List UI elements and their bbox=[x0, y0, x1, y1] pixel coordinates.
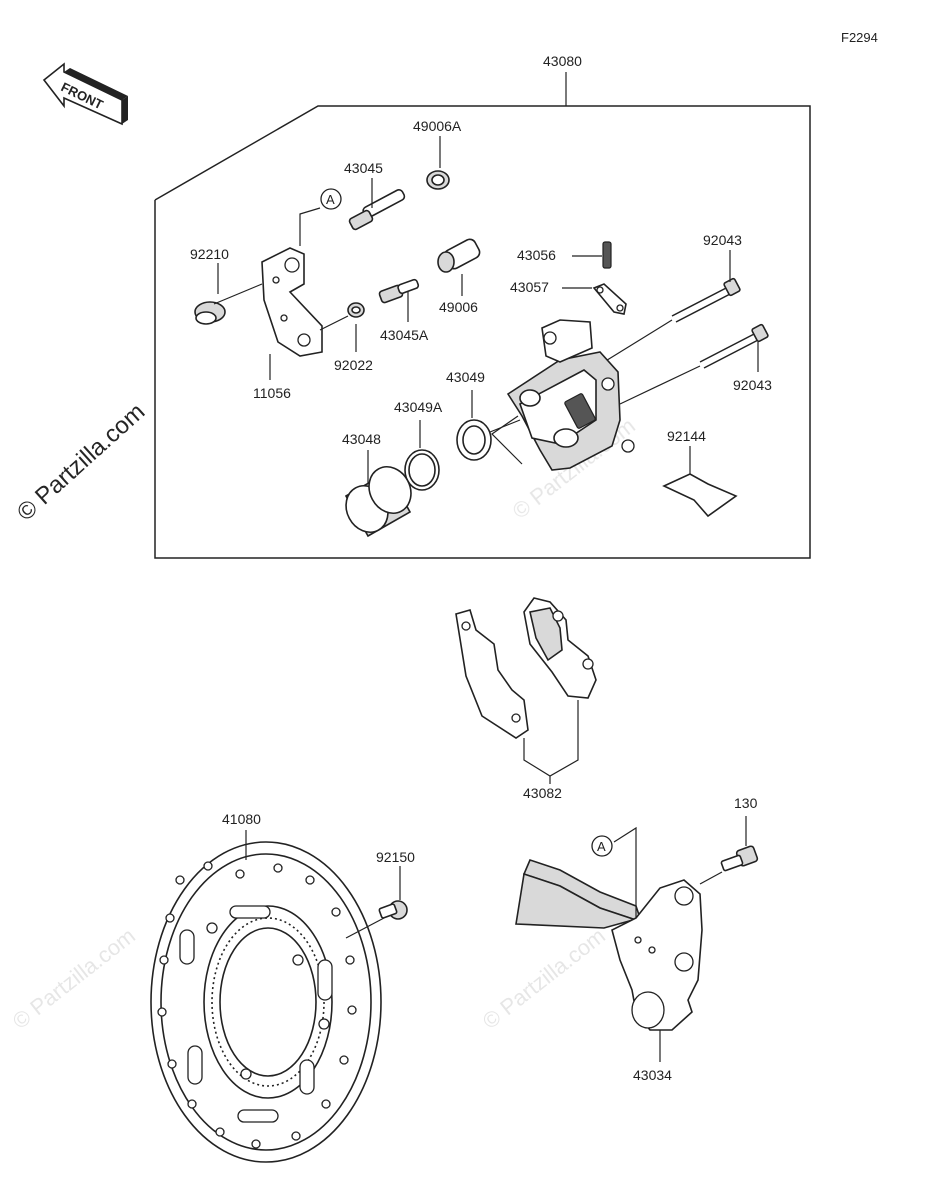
slide-pin-43045-part: 43045 bbox=[344, 160, 406, 231]
label-92043-lower: 92043 bbox=[733, 377, 772, 393]
caliper-assembly-box: 43080 bbox=[154, 53, 811, 559]
bleeder-cap-part: 49006A bbox=[413, 118, 462, 190]
label-92210: 92210 bbox=[190, 246, 229, 262]
brake-disc-part: 41080 bbox=[150, 811, 382, 1163]
label-43034: 43034 bbox=[633, 1067, 672, 1083]
callout-a-label: A bbox=[597, 839, 606, 854]
label-92043-upper: 92043 bbox=[703, 232, 742, 248]
callout-a-top: A bbox=[299, 188, 342, 246]
label-43048: 43048 bbox=[342, 431, 381, 447]
label-11056: 11056 bbox=[253, 385, 291, 401]
label-43080: 43080 bbox=[543, 53, 582, 69]
pad-spring-92144-part: 92144 bbox=[662, 428, 738, 518]
label-92144: 92144 bbox=[667, 428, 706, 444]
label-49006: 49006 bbox=[439, 299, 478, 315]
label-49006a: 49006A bbox=[413, 118, 462, 134]
caliper-body-part bbox=[491, 319, 635, 471]
disc-bolt-92150-part: 92150 bbox=[345, 849, 415, 939]
front-arrow-icon: FRONT bbox=[42, 62, 128, 126]
watermark-side: © Partzilla.com bbox=[12, 398, 150, 526]
seal-43049-part: 43049 bbox=[446, 369, 521, 461]
oring-92022-part: 92022 bbox=[319, 302, 373, 373]
bracket-11056-part: 11056 bbox=[253, 247, 323, 401]
disc-slots bbox=[179, 905, 333, 1123]
pad-spring-plate-part: 43057 bbox=[510, 279, 627, 315]
label-43045a: 43045A bbox=[380, 327, 429, 343]
label-43049: 43049 bbox=[446, 369, 485, 385]
watermark-side-text: © Partzilla.com bbox=[12, 398, 150, 526]
callout-a-label: A bbox=[326, 192, 335, 207]
boot-49006-part: 49006 bbox=[437, 238, 481, 315]
label-41080: 41080 bbox=[222, 811, 261, 827]
boot-92210-part: 92210 bbox=[190, 246, 263, 325]
disc-holes bbox=[157, 861, 357, 1149]
watermark-text: © Partzilla.com bbox=[8, 923, 140, 1034]
label-43082: 43082 bbox=[523, 785, 562, 801]
label-43049a: 43049A bbox=[394, 399, 443, 415]
label-43057: 43057 bbox=[510, 279, 549, 295]
brake-pad-set-part: 43082 bbox=[455, 597, 597, 801]
figure-code: F2294 bbox=[841, 30, 878, 45]
label-130: 130 bbox=[734, 795, 758, 811]
bolt-130-part: 130 bbox=[699, 795, 759, 885]
label-92022: 92022 bbox=[334, 357, 373, 373]
watermark-text: © Partzilla.com bbox=[478, 923, 610, 1034]
caliper-holder-part: 43034 bbox=[515, 859, 703, 1083]
bleeder-valve-part: 43056 bbox=[517, 241, 612, 269]
slide-pin-43045a-part: 43045A bbox=[378, 278, 429, 343]
callout-a-bottom: A bbox=[591, 826, 637, 918]
seal-43049a-part: 43049A bbox=[394, 399, 443, 491]
piston-43048-part: 43048 bbox=[342, 431, 412, 538]
label-92150: 92150 bbox=[376, 849, 415, 865]
bolt-92043-upper-part: 92043 bbox=[603, 232, 742, 363]
bolt-92043-lower-part: 92043 bbox=[619, 323, 772, 405]
label-43056: 43056 bbox=[517, 247, 556, 263]
label-43045: 43045 bbox=[344, 160, 383, 176]
